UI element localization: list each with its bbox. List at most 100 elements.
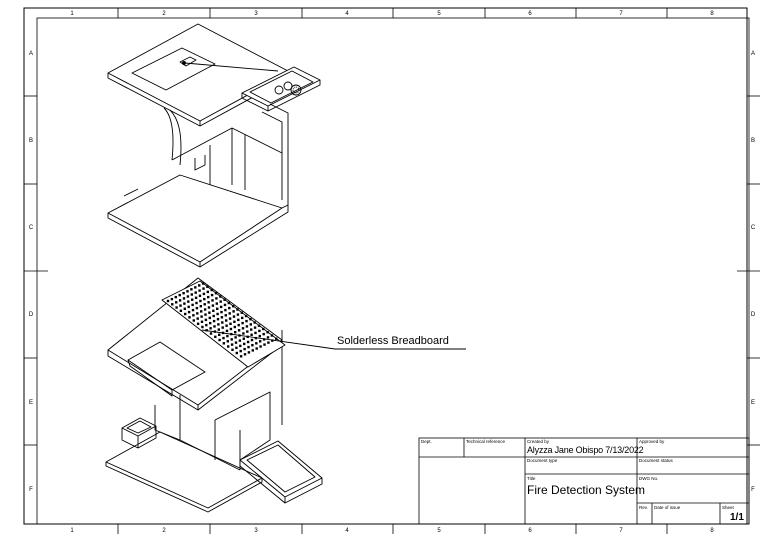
breadboard-hole [235, 346, 238, 349]
breadboard-hole [209, 327, 212, 330]
breadboard-hole [224, 308, 227, 312]
breadboard-hole [214, 335, 217, 338]
breadboard-hole [203, 308, 207, 311]
breadboard-hole [199, 305, 202, 308]
breadboard-hole [208, 311, 211, 314]
breadboard-hole [243, 353, 247, 356]
breadboard-hole [204, 313, 207, 316]
breadboard-hole [175, 301, 178, 304]
breadboard-hole [186, 290, 189, 293]
breadboard-hole [242, 332, 245, 335]
breadboard-hole [220, 316, 224, 319]
breadboard-hole [170, 297, 174, 301]
breadboard-hole [238, 339, 242, 342]
breadboard-hole [205, 323, 208, 327]
zone-label: 4 [345, 528, 349, 534]
breadboard-hole [243, 342, 246, 346]
breadboard-hole [200, 315, 203, 318]
breadboard-hole [262, 332, 265, 336]
breadboard-hole [207, 295, 210, 299]
breadboard-hole [231, 348, 234, 351]
document-status-label: Document status [639, 458, 673, 463]
breadboard-hole [201, 282, 205, 285]
breadboard-hole [171, 303, 174, 306]
breadboard-hole [255, 342, 258, 345]
breadboard-hole [187, 305, 190, 309]
breadboard-hole [190, 293, 193, 296]
zone-label: D [751, 312, 756, 318]
breadboard-hole [203, 303, 206, 306]
breadboard-hole [186, 295, 190, 298]
breadboard-hole [175, 306, 178, 309]
zone-label: E [751, 400, 755, 406]
breadboard-hole [183, 307, 186, 310]
breadboard-hole [247, 351, 251, 354]
breadboard-hole [209, 332, 213, 335]
breadboard-hole [235, 351, 238, 355]
breadboard-hole [206, 290, 209, 294]
breadboard-hole [230, 343, 234, 346]
breadboard-hole [223, 298, 226, 301]
breadboard-hole [222, 336, 225, 340]
breadboard-hole [251, 349, 254, 352]
breadboard-hole [246, 330, 249, 333]
breadboard-hole [210, 293, 214, 297]
breadboard-hole [234, 336, 237, 339]
breadboard-hole [219, 300, 222, 303]
breadboard-hole [182, 297, 186, 300]
zone-ticks [24, 8, 760, 534]
breadboard-hole [253, 321, 256, 324]
breadboard-hole [212, 319, 216, 323]
breadboard-hole [212, 314, 215, 318]
breadboard-hole [236, 313, 240, 316]
breadboard-hole [247, 345, 250, 349]
breadboard-hole [250, 328, 253, 331]
breadboard-hole [211, 299, 214, 302]
zone-label: 8 [710, 528, 714, 534]
zone-labels-right: A B C D E F [751, 51, 756, 493]
breadboard-hole [192, 319, 195, 322]
zone-label: 6 [528, 11, 532, 17]
zone-label: E [29, 400, 33, 406]
breadboard-hole [213, 325, 216, 328]
breadboard-hole [251, 344, 254, 347]
breadboard-hole [249, 318, 252, 321]
breadboard-hole [233, 320, 236, 323]
approved-by-label: Approved by [639, 439, 665, 444]
breadboard-hole [196, 317, 199, 320]
breadboard-hole [234, 331, 237, 334]
breadboard-hole [219, 295, 222, 298]
breadboard-hole [216, 307, 219, 310]
dept-label: Dept. [421, 439, 432, 444]
zone-label: 2 [162, 11, 166, 17]
breadboard-hole [194, 296, 198, 299]
breadboard-hole [215, 302, 218, 305]
zone-label: 1 [70, 11, 74, 17]
breadboard-hole [225, 324, 228, 327]
zone-label: 3 [254, 528, 258, 534]
breadboard-hole [182, 292, 185, 295]
breadboard-hole [229, 322, 232, 325]
base-plate [107, 174, 283, 263]
zone-labels-top: 1 2 3 4 5 6 7 8 [70, 11, 714, 17]
top-isometric-view [107, 23, 321, 268]
zone-label: 5 [437, 528, 441, 534]
breadboard-hole [241, 327, 245, 330]
breadboard-hole [191, 308, 195, 312]
breadboard-hole [200, 310, 203, 313]
title-label: Title [527, 476, 536, 481]
breadboard-hole [250, 338, 254, 342]
bottom-isometric-view [105, 277, 466, 513]
breadboard-hole [270, 334, 274, 337]
breadboard-hole [230, 338, 233, 341]
breadboard-hole [210, 288, 213, 292]
lid-window [131, 47, 216, 91]
title-block [418, 437, 750, 525]
breadboard-hole [259, 345, 262, 348]
zone-label: 7 [619, 11, 623, 17]
breadboard-hole [200, 320, 204, 323]
breadboard-hole [258, 329, 261, 333]
breadboard-hole [237, 323, 240, 327]
breadboard-hole [237, 318, 240, 322]
